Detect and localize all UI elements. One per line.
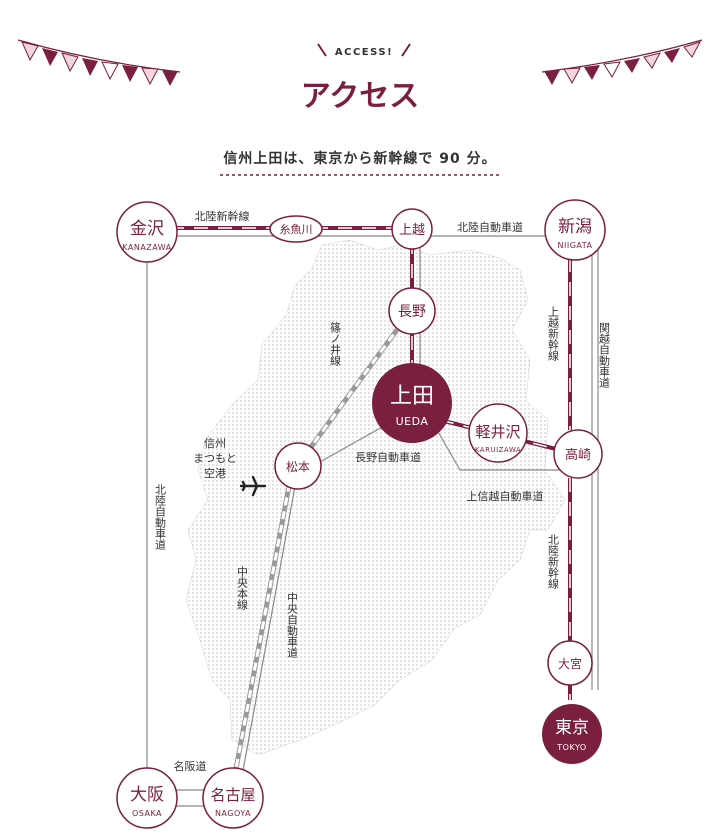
station-omiya[interactable]: 大宮 [547,640,593,686]
station-nagoya-name: 名古屋 [210,786,255,804]
station-joetsu-name: 上越 [399,223,425,238]
station-takasaki[interactable]: 高崎 [553,429,603,479]
route-label-joshinetsu-expressway: 上信越自動車道 [467,489,544,503]
station-matsumoto[interactable]: 松本 [274,442,322,490]
station-nagano[interactable]: 長野 [388,287,436,335]
station-niigata-en: NIIGATA [558,241,593,250]
station-itoigawa[interactable]: 糸魚川 [269,215,323,243]
route-label-chuo-expressway: 中央自動車道 [286,592,299,658]
airport-label-line2: まつもと [193,452,237,465]
station-omiya-name: 大宮 [558,656,582,671]
station-karuizawa-name: 軽井沢 [475,423,520,441]
station-tokyo-en: TOKYO [556,743,586,752]
station-osaka-name: 大阪 [130,785,164,805]
station-kanazawa-name: 金沢 [130,219,164,239]
station-nagano-name: 長野 [398,304,426,320]
eyebrow-slashes [317,43,411,57]
station-ueda-name: 上田 [390,384,434,409]
station-tokyo-name: 東京 [555,718,589,738]
station-nagoya[interactable]: 名古屋 NAGOYA [202,767,264,829]
station-niigata[interactable]: 新潟 NIIGATA [544,199,606,261]
station-matsumoto-name: 松本 [286,460,310,474]
station-tokyo[interactable]: 東京 TOKYO [542,704,602,764]
route-label-meihan-expressway: 名阪道 [174,759,207,773]
airport-label: 信州 まつもと 空港 [193,437,237,480]
station-kanazawa[interactable]: 金沢 KANAZAWA [116,201,178,263]
station-itoigawa-name: 糸魚川 [280,223,313,236]
tagline: 信州上田は、東京から新幹線で 90 分。 [223,150,496,167]
station-karuizawa[interactable]: 軽井沢 KARUIZAWA [468,403,528,463]
nagano-prefecture-region [185,239,566,756]
station-ueda[interactable]: 上田 UEDA [372,363,452,443]
route-label-nagano-expressway: 長野自動車道 [355,450,421,464]
page-title: アクセス [301,79,420,114]
route-label-hokuriku-expressway-left: 北陸自動車道 [154,484,167,550]
airport-label-line1: 信州 [204,437,226,450]
bunting-right-decoration [541,39,703,85]
station-takasaki-name: 高崎 [565,447,591,463]
station-karuizawa-en: KARUIZAWA [475,446,521,454]
airport-label-line3: 空港 [204,466,226,480]
eyebrow-text: ACCESS! [335,47,393,58]
station-osaka-en: OSAKA [132,809,162,818]
route-label-chuo-main-line: 中央本線 [236,566,249,610]
station-osaka[interactable]: 大阪 OSAKA [116,767,178,829]
station-kanazawa-en: KANAZAWA [122,243,172,252]
airplane-icon [239,475,267,497]
route-label-kanetsu-expressway: 関越自動車道 [598,322,611,388]
route-label-joetsu-shinkansen: 上越新幹線 [547,306,560,361]
station-niigata-name: 新潟 [558,217,592,237]
route-label-hokuriku-shinkansen-right: 北陸新幹線 [547,534,560,589]
bunting-left-decoration [17,39,181,86]
station-ueda-en: UEDA [396,415,429,428]
jr-line-shinonoi [297,310,413,464]
route-label-hokuriku-expressway-top: 北陸自動車道 [457,220,523,234]
jr-line-chuo [229,469,295,791]
route-label-shinonoi-line: 篠ノ井線 [329,321,342,366]
station-nagoya-en: NAGOYA [215,809,251,818]
station-joetsu[interactable]: 上越 [391,208,433,250]
route-label-hokuriku-shinkansen-top: 北陸新幹線 [195,209,250,223]
